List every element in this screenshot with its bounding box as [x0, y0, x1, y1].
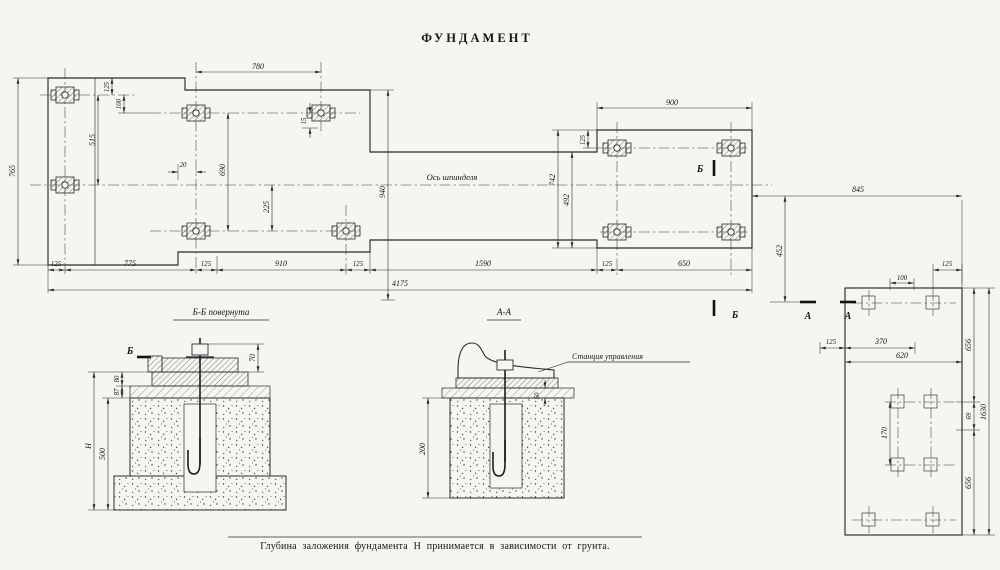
dim-500: 500 [98, 448, 107, 460]
dim-1590: 1590 [475, 259, 491, 268]
dim-515: 515 [88, 134, 97, 146]
side-view: 100 125 656 69 656 1630 170 125 3 [800, 261, 995, 536]
dim-100: 100 [897, 275, 908, 282]
dim-845: 845 [852, 185, 864, 194]
plan-view: Ось шпинделя 780 125 100 515 [8, 62, 963, 321]
dim-125: 125 [353, 261, 364, 268]
section-aa-anchor-bolt [492, 350, 514, 477]
dim-125: 125 [942, 261, 953, 268]
section-cut-a: А А [800, 300, 856, 322]
dim-170: 170 [880, 427, 889, 439]
dim-50: 50 [534, 392, 541, 399]
leader-line [537, 361, 690, 373]
label-spindle-axis: Ось шпинделя [427, 172, 478, 182]
section-bb-dimensions: 70 80 87 500 Н [84, 343, 264, 511]
section-bb-title: Б-Б повернута [192, 307, 250, 317]
section-aa-foundation [441, 387, 575, 499]
section-cut-b: Б Б [696, 160, 739, 321]
section-marker-b: Б [696, 164, 704, 175]
page-title: ФУНДАМЕНТ [421, 31, 533, 45]
dim-15: 15 [301, 117, 308, 124]
control-station-base [457, 342, 555, 379]
dim-125: 125 [51, 261, 62, 268]
dim-200: 200 [418, 443, 427, 455]
dim-900: 900 [666, 98, 678, 107]
section-marker-a: А [844, 311, 852, 322]
dim-742: 742 [548, 174, 557, 186]
dim-125: 125 [580, 134, 587, 145]
bolt-nut [191, 343, 209, 356]
side-view-centerlines [852, 290, 956, 533]
dim-125: 125 [826, 339, 837, 346]
section-aa-dimensions: 200 50 [418, 380, 547, 499]
dim-125: 125 [104, 81, 111, 92]
section-marker-b: Б [731, 310, 739, 321]
base-plate [455, 377, 559, 389]
dim-940: 940 [378, 186, 387, 198]
dim-492: 492 [562, 194, 571, 206]
dim-125: 125 [602, 261, 613, 268]
plan-dimensions: 780 125 100 515 765 20 690 15 225 [8, 62, 963, 303]
dim-69: 69 [966, 412, 973, 419]
section-marker-a: А [804, 311, 812, 322]
section-bb-anchor-bolt [186, 338, 214, 475]
section-marker-b: Б [126, 346, 134, 357]
dim-4175: 4175 [392, 279, 408, 288]
dim-650: 650 [678, 259, 690, 268]
caption: Глубина заложения фундамента Н принимает… [260, 541, 609, 552]
bolt-pocket [489, 403, 523, 489]
side-view-dimensions: 100 125 656 69 656 1630 170 125 3 [819, 261, 995, 536]
dim-690: 690 [218, 164, 227, 176]
dim-780: 780 [252, 62, 264, 71]
dim-125: 125 [201, 261, 212, 268]
dim-80: 80 [114, 375, 121, 382]
dim-20: 20 [180, 162, 187, 169]
side-view-outline [844, 287, 963, 536]
label-depth-h: Н [84, 442, 93, 450]
section-aa-title: А-А [496, 307, 511, 317]
dim-370: 370 [874, 337, 887, 346]
dim-1630: 1630 [979, 404, 988, 420]
dim-775: 775 [124, 259, 136, 268]
section-bb-machine-base [147, 355, 249, 387]
section-bb: Б-Б повернута Б 70 [84, 307, 287, 511]
dim-656: 656 [964, 477, 973, 489]
dim-910: 910 [275, 259, 287, 268]
dim-225: 225 [262, 201, 271, 213]
section-aa: А-А Станция управления 200 50 [418, 307, 690, 499]
dim-452: 452 [775, 245, 784, 257]
dim-100: 100 [116, 98, 123, 109]
bolt-nut [496, 359, 514, 371]
label-control-station: Станция управления [572, 352, 643, 361]
dim-620: 620 [896, 351, 908, 360]
dim-765: 765 [8, 165, 17, 177]
dim-87: 87 [114, 388, 121, 395]
dim-70: 70 [248, 354, 257, 362]
dim-656: 656 [964, 339, 973, 351]
